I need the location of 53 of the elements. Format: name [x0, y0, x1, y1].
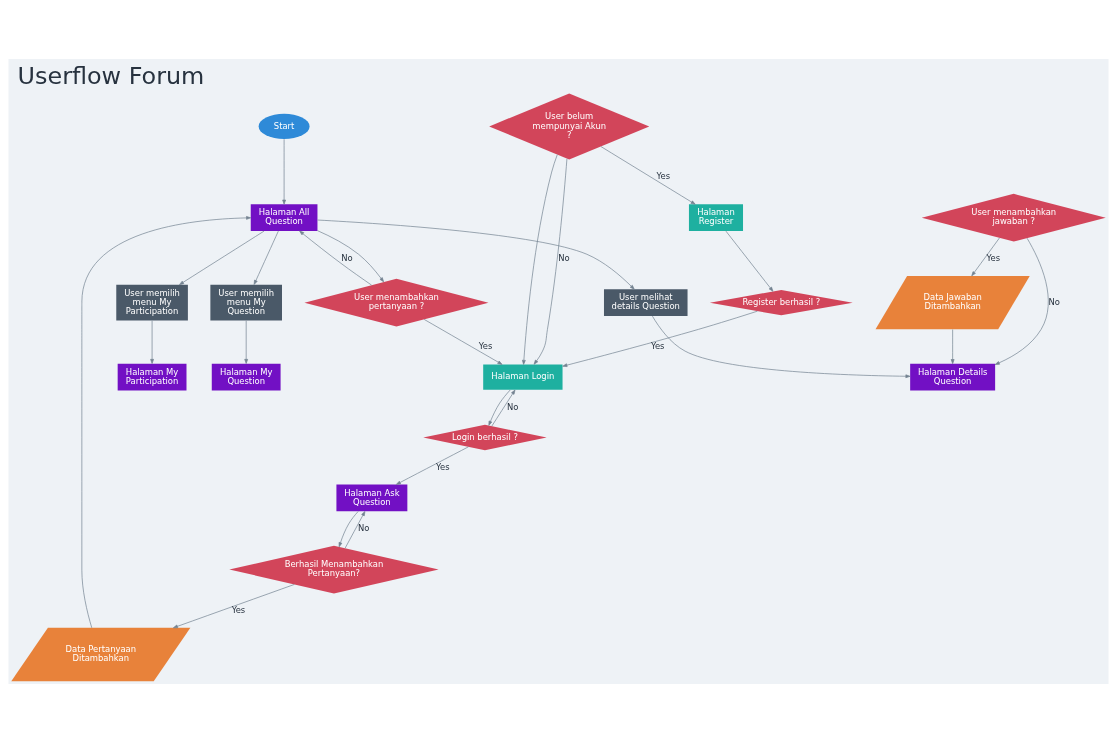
edge-label: No — [558, 252, 570, 263]
node-ellipse: Start — [258, 113, 310, 140]
arrow — [173, 584, 295, 629]
node-box: Halaman Ask Question — [336, 484, 408, 512]
arrow — [423, 319, 503, 365]
node-box: Halaman My Participation — [117, 363, 187, 391]
edge-label: Yes — [986, 252, 1001, 263]
node-box: Halaman My Question — [211, 363, 281, 391]
edge-label: Yes — [436, 461, 450, 472]
arrow — [652, 315, 911, 379]
arrow — [600, 146, 696, 205]
node-diamond: User menambahkan jawaban ? — [921, 193, 1106, 242]
node-box: Halaman All Question — [250, 204, 318, 232]
node-diamond: Berhasil Menambahkan Pertanyaan? — [229, 545, 439, 594]
arrow — [244, 320, 248, 364]
edge-label: Yes — [650, 340, 665, 351]
node-box: User memilih menu My Participation — [116, 284, 188, 321]
edge-label: No — [341, 252, 353, 263]
node-diamond: Register berhasil ? — [709, 290, 853, 316]
arrow — [179, 230, 265, 285]
edge-label: No — [358, 522, 370, 533]
arrow — [338, 511, 359, 548]
node-box: Halaman Details Question — [910, 363, 996, 391]
arrow — [491, 389, 516, 427]
edge-label: No — [1048, 296, 1060, 307]
edge-label: Yes — [231, 604, 246, 615]
arrow — [299, 230, 372, 286]
arrow — [725, 230, 774, 292]
edge-label: No — [506, 401, 519, 412]
arrow — [971, 237, 1000, 277]
arrow — [282, 138, 286, 205]
arrow — [253, 230, 279, 285]
edge-label: Yes — [478, 340, 493, 351]
edge-label: Yes — [656, 170, 671, 181]
arrow — [562, 310, 758, 367]
node-box: Halaman Register — [688, 204, 743, 232]
arrow — [950, 329, 955, 365]
arrow — [317, 230, 384, 283]
arrow — [395, 446, 469, 485]
diagram-title: Userflow Forum — [17, 61, 205, 90]
node-diamond: User belum mempunyai Akun ? — [489, 93, 650, 160]
arrow — [150, 320, 154, 364]
arrow — [994, 237, 1049, 365]
node-box: User memilih menu My Question — [210, 284, 282, 321]
arrow — [317, 219, 635, 290]
arrow — [81, 216, 252, 629]
arrow — [488, 389, 511, 426]
arrow — [533, 158, 568, 365]
arrow — [522, 154, 558, 365]
arrow — [344, 511, 366, 549]
node-box: User melihat details Question — [604, 289, 688, 316]
node-box: Halaman Login — [483, 364, 563, 390]
node-diamond: Login berhasil ? — [423, 424, 547, 451]
